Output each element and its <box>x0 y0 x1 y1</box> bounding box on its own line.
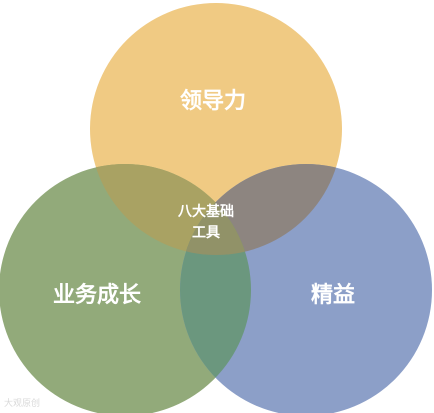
label-center-line1: 八大基础 <box>177 203 234 220</box>
label-business-growth: 业务成长 <box>53 283 142 308</box>
label-center-line2: 工具 <box>192 225 220 241</box>
label-lean: 精益 <box>311 282 355 308</box>
watermark: 大观原创 <box>4 399 41 409</box>
label-leadership: 领导力 <box>180 88 246 114</box>
overlap-leadership-business <box>90 164 251 255</box>
overlap-leadership-lean <box>180 164 342 255</box>
